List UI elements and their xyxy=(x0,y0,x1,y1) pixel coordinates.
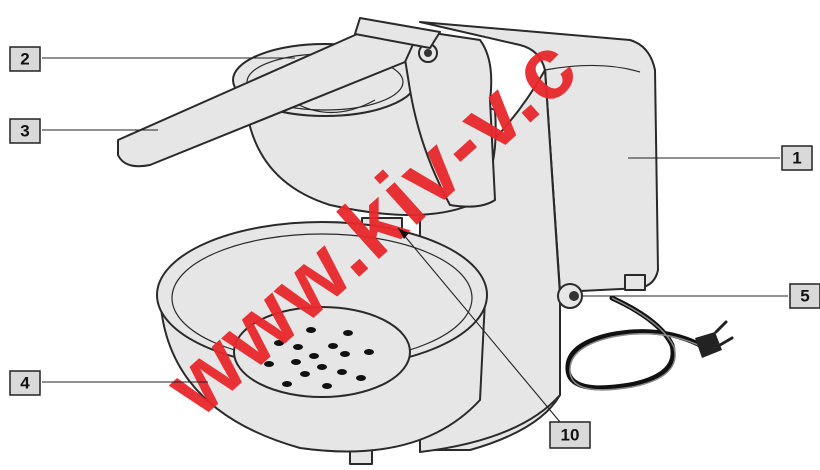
plug-icon xyxy=(695,332,722,358)
callout-1: 1 xyxy=(782,146,812,170)
callout-10: 10 xyxy=(550,422,590,448)
callout-label: 10 xyxy=(561,426,580,445)
callout-label: 1 xyxy=(792,149,801,168)
power-switch xyxy=(558,284,582,308)
callout-3: 3 xyxy=(10,119,40,143)
callout-label: 4 xyxy=(20,374,30,393)
callout-label: 3 xyxy=(20,122,29,141)
callout-label: 5 xyxy=(800,287,809,306)
callout-2: 2 xyxy=(10,47,40,71)
callout-4: 4 xyxy=(10,371,40,395)
callout-5: 5 xyxy=(790,284,820,308)
power-cord xyxy=(568,298,732,390)
callout-label: 2 xyxy=(20,50,29,69)
